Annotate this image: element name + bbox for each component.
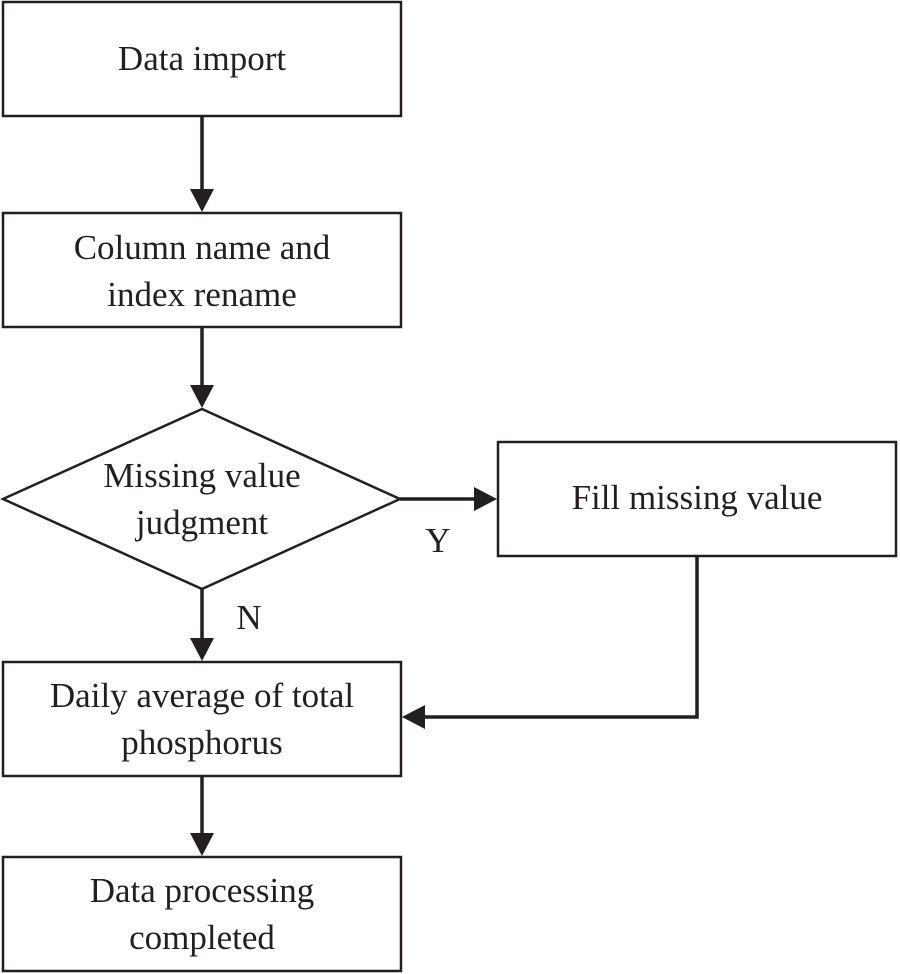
edge-label-no: N [236,598,261,637]
arrow-decision-yes-to-fill [400,487,497,511]
arrow-average-to-completed [190,776,214,856]
node-column-rename-label-line1: Column name and [74,228,331,267]
node-processing-completed-label-line2: completed [129,918,275,957]
arrow-rename-to-decision [190,327,214,408]
node-column-rename: Column name and index rename [1,211,403,329]
arrow-fill-to-average [402,556,699,729]
node-data-import: Data import [1,0,403,118]
arrow-decision-no-to-average [190,589,214,661]
node-missing-value-label-line2: judgment [134,503,268,542]
edge-label-yes: Y [425,521,450,560]
node-missing-value-label-line1: Missing value [103,456,300,495]
node-processing-completed: Data processing completed [1,855,403,973]
node-fill-missing: Fill missing value [496,440,898,558]
node-processing-completed-label-line1: Data processing [90,871,315,910]
node-daily-average: Daily average of total phosphorus [1,660,403,778]
node-data-import-label: Data import [118,39,286,78]
node-fill-missing-label: Fill missing value [572,478,823,517]
node-daily-average-label-line2: phosphorus [121,723,282,762]
arrow-import-to-rename [190,116,214,212]
node-missing-value-decision: Missing value judgment [0,407,404,591]
node-column-rename-label-line2: index rename [107,275,297,314]
node-daily-average-label-line1: Daily average of total [50,676,354,715]
